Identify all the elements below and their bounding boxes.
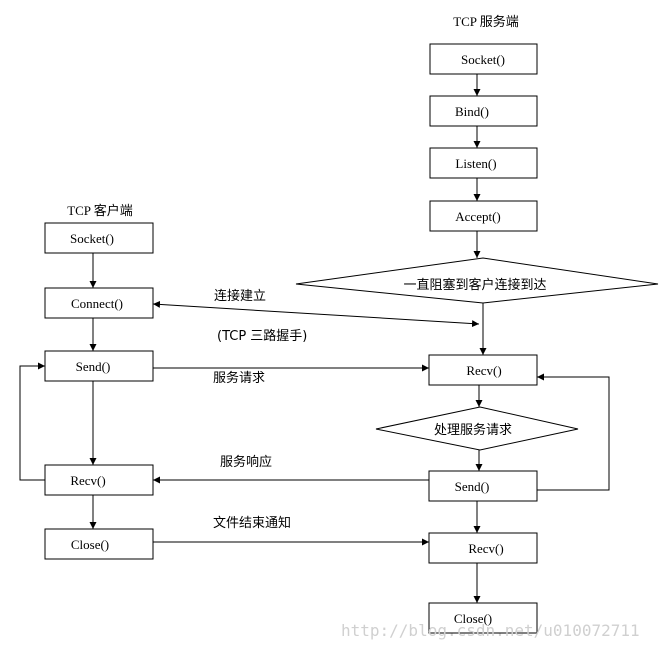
client-socket-label: Socket() [70, 231, 114, 246]
message-arrows [152, 300, 480, 546]
server-recv-label: Recv() [466, 363, 501, 378]
client-close-label: Close() [71, 537, 109, 552]
server-socket-box: Socket() [429, 43, 538, 75]
label-service-request: 服务请求 [213, 370, 265, 386]
server-recv-end-label: Recv() [468, 541, 503, 556]
client-socket-box: Socket() [44, 222, 154, 254]
client-recv-box: Recv() [44, 464, 154, 496]
server-recv-box: Recv() [428, 354, 538, 386]
arrow-server-loop [537, 373, 610, 491]
arrow-handshake [152, 300, 480, 328]
client-close-box: Close() [44, 528, 154, 560]
client-title: TCP 客户端 [67, 203, 133, 218]
client-send-box: Send() [44, 350, 154, 382]
client-flow-arrows [19, 253, 97, 529]
client-connect-box: Connect() [44, 287, 154, 319]
server-listen-label: Listen() [455, 156, 496, 171]
watermark: http://blog.csdn.net/u010072711 [341, 621, 640, 640]
client-connect-label: Connect() [71, 296, 123, 311]
server-listen-box: Listen() [429, 147, 538, 179]
server-flow-arrows [473, 74, 610, 603]
arrow-client-loop [19, 362, 45, 481]
server-send-box: Send() [428, 470, 538, 502]
server-accept-label: Accept() [455, 209, 500, 224]
server-close-label: Close() [454, 611, 492, 626]
label-connection-established: 连接建立 [214, 288, 266, 304]
server-title: TCP 服务端 [453, 14, 519, 29]
server-bind-label: Bind() [455, 104, 489, 119]
server-wait-diamond: 一直阻塞到客户连接到达 [295, 257, 659, 304]
server-recv-end-box: Recv() [428, 532, 538, 564]
client-recv-label: Recv() [70, 473, 105, 488]
server-bind-box: Bind() [429, 95, 538, 127]
server-wait-label: 一直阻塞到客户连接到达 [403, 277, 546, 293]
server-send-label: Send() [455, 479, 490, 494]
server-process-label: 处理服务请求 [434, 422, 512, 438]
server-close-box: Close() [428, 602, 538, 634]
server-accept-box: Accept() [429, 200, 538, 232]
label-service-response: 服务响应 [220, 454, 272, 470]
server-process-diamond: 处理服务请求 [375, 406, 579, 451]
client-send-label: Send() [76, 359, 111, 374]
label-three-way-handshake: (TCP 三路握手) [217, 328, 307, 344]
server-socket-label: Socket() [461, 52, 505, 67]
label-eof-notify: 文件结束通知 [213, 515, 291, 531]
